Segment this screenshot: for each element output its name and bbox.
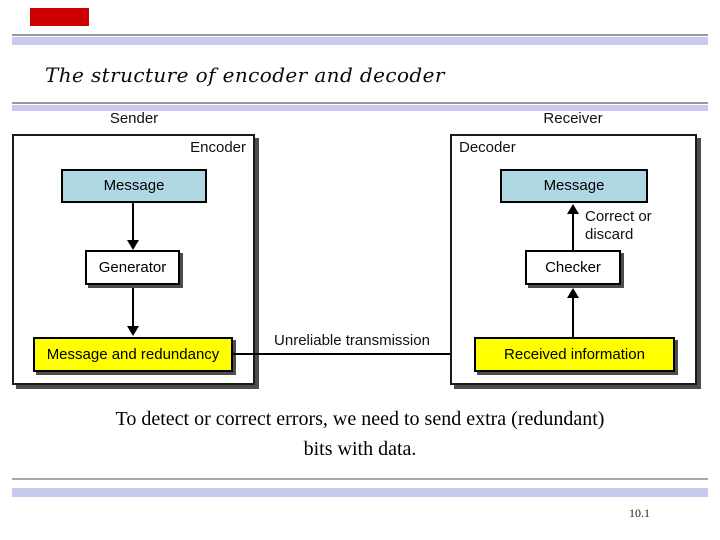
correct-or-discard-line1: Correct or bbox=[585, 208, 652, 225]
slide-corner-marker bbox=[30, 8, 89, 26]
rule-under-title-bar bbox=[12, 105, 708, 111]
rule-top-bar bbox=[12, 37, 708, 45]
transmission-line bbox=[233, 353, 456, 355]
sender-label: Sender bbox=[109, 110, 159, 127]
decoder-message-box: Message bbox=[500, 169, 648, 203]
checker-to-message-arrowhead-icon bbox=[567, 204, 579, 214]
message-to-generator-arrowhead-icon bbox=[127, 240, 139, 250]
receiver-label: Receiver bbox=[543, 110, 603, 127]
rule-under-title-hairline bbox=[12, 102, 708, 104]
rule-bottom-bar bbox=[12, 488, 708, 497]
caption-line1: To detect or correct errors, we need to … bbox=[115, 408, 605, 430]
page-number: 10.1 bbox=[629, 506, 650, 520]
encoder-panel-label: Encoder bbox=[190, 139, 246, 156]
input-to-checker-arrowhead-icon bbox=[567, 288, 579, 298]
checker-box: Checker bbox=[525, 250, 621, 285]
generator-to-output-line bbox=[132, 288, 134, 327]
rule-bottom-hairline bbox=[12, 478, 708, 480]
received-information-box: Received information bbox=[474, 337, 675, 372]
page-title: The structure of encoder and decoder bbox=[45, 63, 445, 87]
transmission-label: Unreliable transmission bbox=[274, 332, 430, 349]
generator-to-output-arrowhead-icon bbox=[127, 326, 139, 336]
caption-line2: bits with data. bbox=[303, 438, 417, 460]
generator-box: Generator bbox=[85, 250, 180, 285]
message-to-generator-line bbox=[132, 203, 134, 241]
encoder-message-box: Message bbox=[61, 169, 207, 203]
input-to-checker-line bbox=[572, 297, 574, 337]
message-and-redundancy-box: Message and redundancy bbox=[33, 337, 233, 372]
slide-caption: To detect or correct errors, we need to … bbox=[3, 404, 717, 464]
correct-or-discard-label: Correct or discard bbox=[585, 208, 652, 244]
rule-top-hairline bbox=[12, 34, 708, 36]
decoder-panel-label: Decoder bbox=[459, 139, 516, 156]
checker-to-message-line bbox=[572, 213, 574, 250]
correct-or-discard-line2: discard bbox=[585, 226, 634, 243]
